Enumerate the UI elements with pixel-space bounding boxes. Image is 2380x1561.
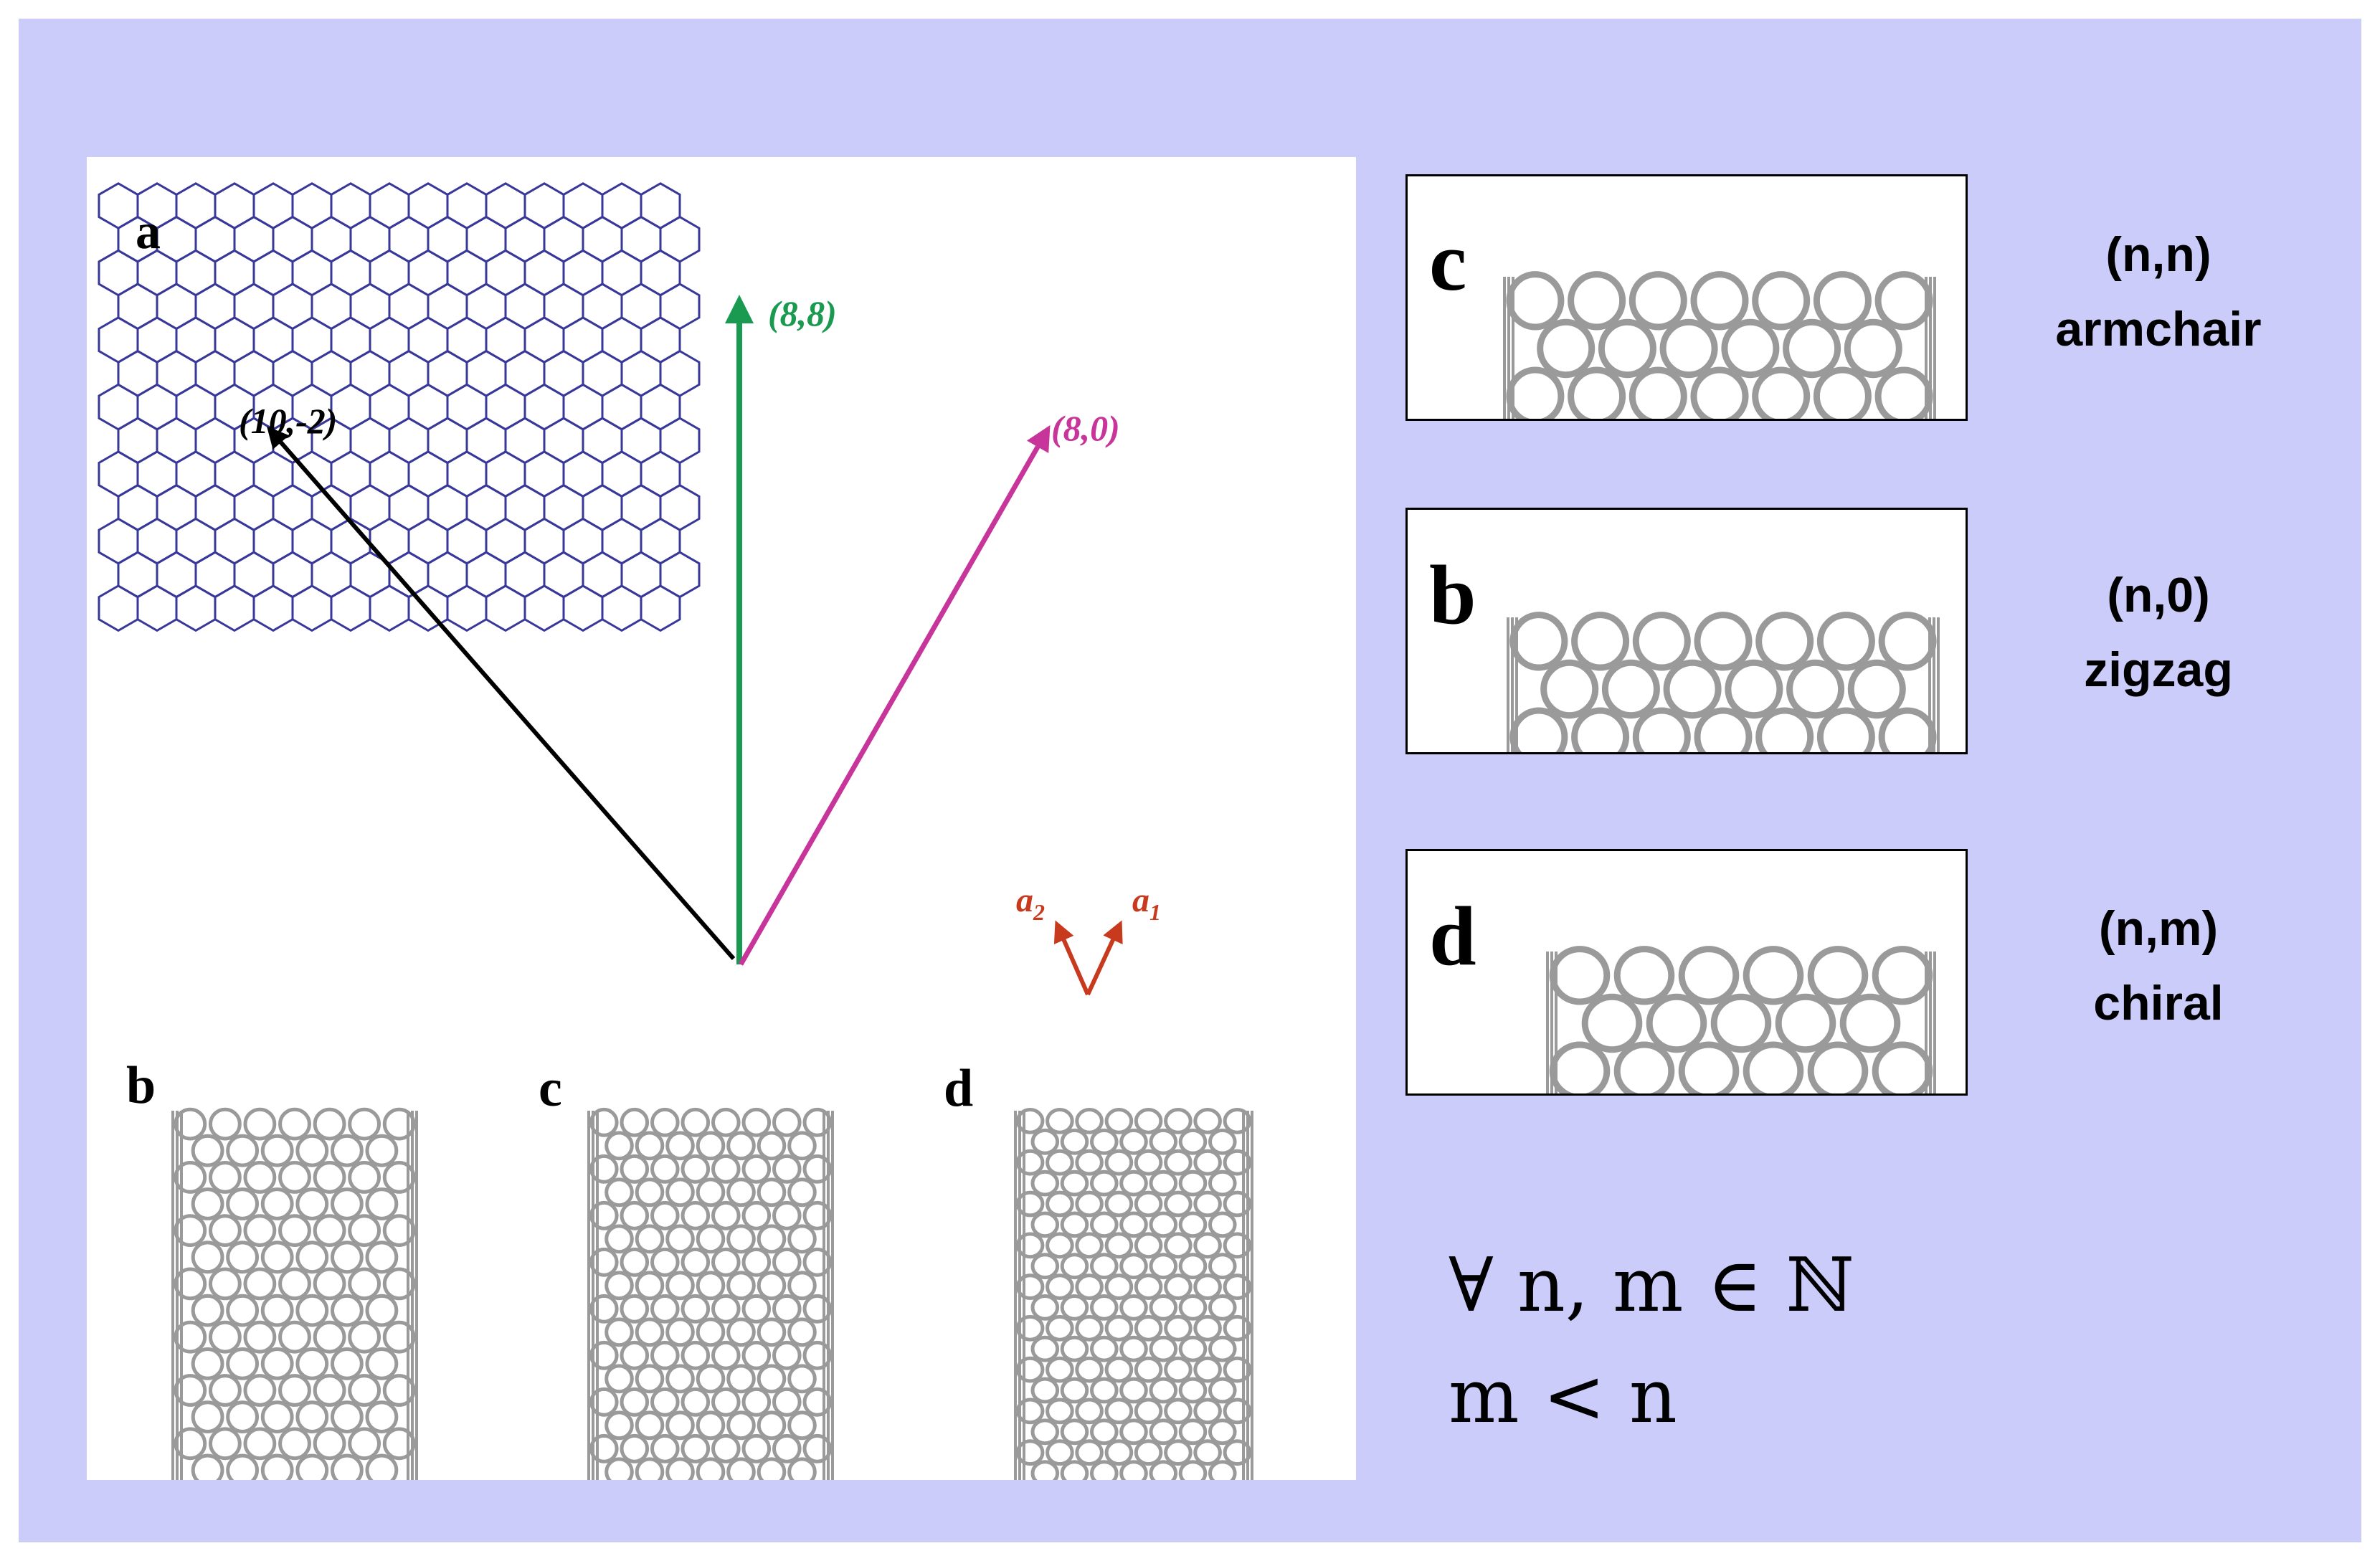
panel-label-a: a <box>136 204 161 260</box>
type-label-chiral: (n,m) chiral <box>2001 891 2316 1040</box>
side-box-chiral: d <box>1405 849 1968 1096</box>
condition-line-1: ∀ n, m ∈ ℕ <box>1449 1241 1854 1329</box>
panel-label-c: c <box>539 1059 562 1118</box>
side-box-armchair: c <box>1405 174 1968 421</box>
nanotube-zigzag-vertical-body <box>171 1107 418 1480</box>
type-label-zigzag: (n,0) zigzag <box>2001 558 2316 707</box>
type-label-armchair: (n,n) armchair <box>2001 217 2316 366</box>
side-box-letter: d <box>1429 889 1476 983</box>
basis-a1-label: a1 <box>1132 881 1161 925</box>
notation: (n,0) <box>2107 568 2210 622</box>
nanotube-zigzag-horizontal <box>1507 612 1940 752</box>
side-box-zigzag: b <box>1405 508 1968 754</box>
armchair-tube-body <box>1503 271 1936 419</box>
nanotube-chiral-vertical-body <box>1014 1108 1253 1480</box>
vector-8-8-label: (8,8) <box>768 293 837 333</box>
basis-a2-arrow <box>1053 920 1090 996</box>
vector-8-0-label: (8,0) <box>1051 408 1120 448</box>
condition-line-2: m < n <box>1449 1352 1677 1440</box>
panel-label-b: b <box>126 1056 156 1115</box>
type-name: armchair <box>2055 302 2262 356</box>
type-name: chiral <box>2093 976 2224 1030</box>
side-box-letter: c <box>1429 214 1467 308</box>
notation: (n,n) <box>2105 227 2211 282</box>
basis-a1-arrow <box>1086 920 1123 996</box>
vector-10-minus2-label: (10,-2) <box>239 401 337 441</box>
vector-10-minus2-arrow <box>267 426 736 960</box>
panel-label-d: d <box>944 1059 974 1118</box>
figure-panel-main: (8,8) (10,-2) (8,0) a2 a1 a b c d <box>87 157 1356 1480</box>
nanotube-zigzag-vertical <box>171 1107 1253 1480</box>
graphene-lattice <box>98 182 701 632</box>
hexagon-cell <box>640 584 681 632</box>
side-box-letter: b <box>1429 548 1476 642</box>
chiral-tube-body <box>1546 946 1936 1093</box>
chiral-vectors-layer: (8,8) (10,-2) (8,0) a2 a1 <box>239 293 1161 996</box>
nanotube-armchair-vertical-body <box>587 1107 834 1480</box>
type-name: zigzag <box>2084 642 2233 697</box>
vector-8-0-arrow <box>738 424 1051 966</box>
basis-a2-label: a2 <box>1016 881 1045 925</box>
notation: (n,m) <box>2098 901 2219 956</box>
nanotube-chiral-horizontal <box>1546 946 1936 1093</box>
nanotube-armchair-horizontal <box>1503 271 1936 419</box>
zigzag-tube-body <box>1507 612 1940 752</box>
